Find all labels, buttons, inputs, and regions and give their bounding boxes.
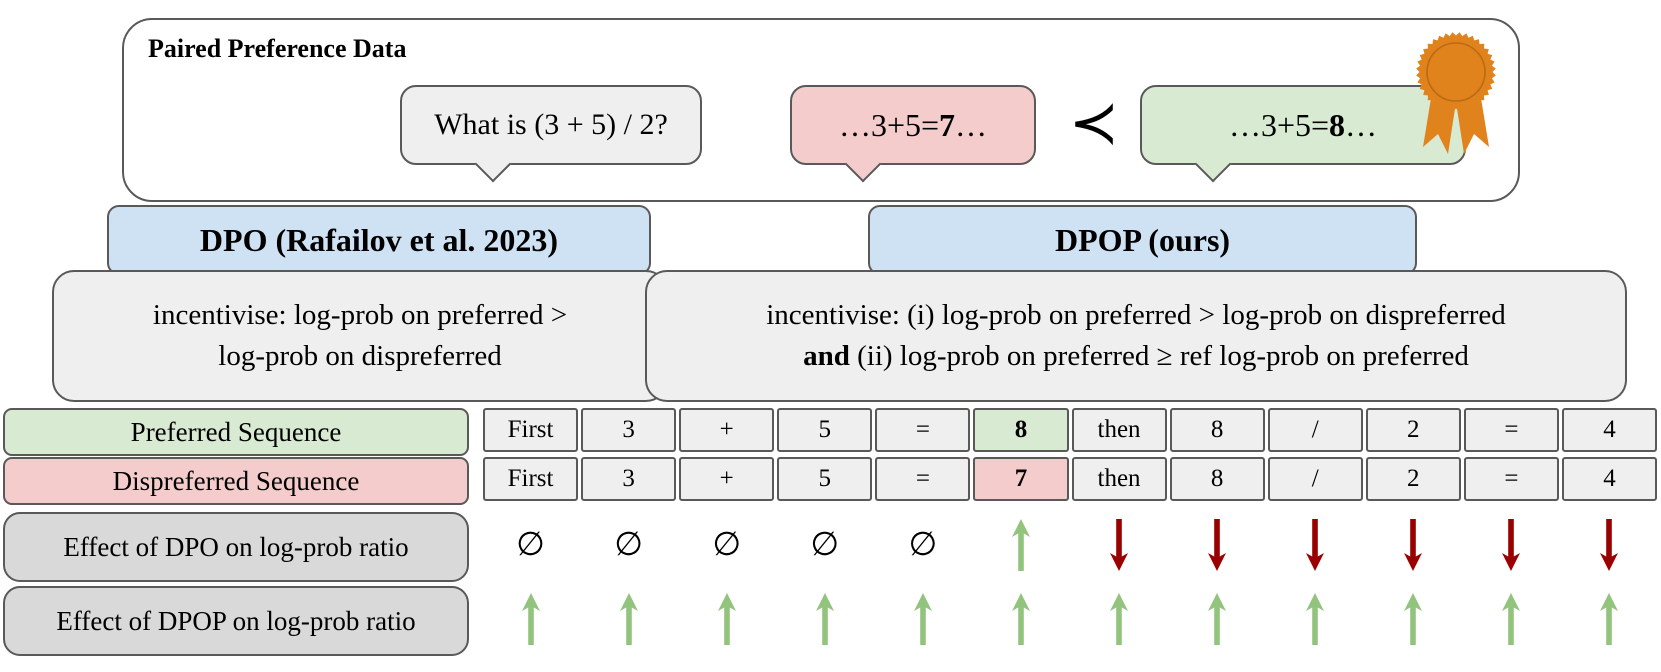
dpop-header: DPOP (ours)	[868, 205, 1417, 275]
dpop-incentive-line2-rest: (ii) log-prob on preferred ≥ ref log-pro…	[849, 340, 1469, 372]
token-cell: 4	[1561, 408, 1657, 452]
up-arrow-icon	[679, 586, 774, 652]
token-cell: 4	[1561, 457, 1657, 501]
token-cell: 3	[581, 457, 677, 501]
token-cell: then	[1071, 457, 1167, 501]
token-cell: =	[875, 457, 971, 501]
token-cell: /	[1267, 457, 1363, 501]
token-cell: =	[1463, 408, 1559, 452]
down-arrow-icon	[1072, 512, 1167, 578]
up-arrow-icon	[777, 586, 872, 652]
up-arrow-icon	[1366, 586, 1461, 652]
token-cell: =	[1463, 457, 1559, 501]
preferred-answer-prefix: …3+5=	[1228, 106, 1330, 143]
token-cell: 2	[1365, 457, 1461, 501]
dpo-incentive-line2: log-prob on dispreferred	[218, 340, 502, 372]
dpop-incentive-box: incentivise: (i) log-prob on preferred >…	[645, 270, 1627, 402]
token-cell: 5	[777, 457, 873, 501]
up-arrow-icon	[1170, 586, 1265, 652]
token-cell: =	[875, 408, 971, 452]
empty-set-icon: ∅	[712, 526, 742, 563]
preferred-answer-value: 8	[1329, 106, 1346, 143]
up-arrow-icon	[581, 586, 676, 652]
token-cell: 5	[777, 408, 873, 452]
dispreferred-answer-bubble: …3+5=7…	[790, 85, 1036, 183]
down-arrow-icon	[1170, 512, 1265, 578]
preferred-sequence-label: Preferred Sequence	[3, 408, 469, 456]
precedes-symbol: ≺	[1068, 90, 1120, 156]
up-arrow-icon	[1268, 586, 1363, 652]
down-arrow-icon	[1268, 512, 1363, 578]
token-cell: /	[1267, 408, 1363, 452]
token-cell-highlighted: 8	[973, 408, 1069, 452]
no-effect-symbol: ∅	[875, 512, 970, 578]
no-effect-symbol: ∅	[581, 512, 676, 578]
dispreferred-answer-prefix: …3+5=	[838, 106, 940, 143]
dpop-incentive-line2: and (ii) log-prob on preferred ≥ ref log…	[803, 336, 1469, 377]
dpo-effect-label: Effect of DPO on log-prob ratio	[3, 512, 469, 582]
token-cell: 8	[1169, 457, 1265, 501]
dpop-incentive-and: and	[803, 340, 850, 372]
empty-set-icon: ∅	[908, 526, 938, 563]
up-arrow-icon	[483, 586, 578, 652]
award-rosette-icon	[1416, 32, 1496, 154]
token-cell: First	[483, 408, 579, 452]
dispreferred-sequence-label: Dispreferred Sequence	[3, 457, 469, 505]
down-arrow-icon	[1366, 512, 1461, 578]
up-arrow-icon	[973, 586, 1068, 652]
up-arrow-icon	[875, 586, 970, 652]
question-text: What is (3 + 5) / 2?	[434, 108, 668, 141]
dpo-effect-row: ∅ ∅ ∅ ∅ ∅	[483, 512, 1657, 578]
down-arrow-icon	[1562, 512, 1657, 578]
question-bubble: What is (3 + 5) / 2?	[400, 85, 702, 183]
up-arrow-icon	[1562, 586, 1657, 652]
dpop-effect-row	[483, 586, 1657, 652]
panel-title: Paired Preference Data	[148, 34, 407, 63]
no-effect-symbol: ∅	[777, 512, 872, 578]
dpop-incentive-line1: incentivise: (i) log-prob on preferred >…	[766, 299, 1506, 331]
token-cell: +	[679, 457, 775, 501]
token-cell: 8	[1169, 408, 1265, 452]
dpo-incentive-line1: incentivise: log-prob on preferred >	[152, 299, 568, 331]
empty-set-icon: ∅	[810, 526, 840, 563]
token-cell: then	[1071, 408, 1167, 452]
token-cell-highlighted: 7	[973, 457, 1069, 501]
preferred-answer-bubble: …3+5=8…	[1140, 85, 1466, 183]
preferred-answer-suffix: …	[1345, 106, 1378, 143]
token-cell: 2	[1365, 408, 1461, 452]
dispreferred-answer-value: 7	[939, 106, 956, 143]
empty-set-icon: ∅	[614, 526, 643, 563]
up-arrow-icon	[1072, 586, 1167, 652]
dpo-incentive-box: incentivise: log-prob on preferred > log…	[52, 270, 668, 402]
token-cell: 3	[581, 408, 677, 452]
dpop-effect-label: Effect of DPOP on log-prob ratio	[3, 586, 469, 656]
no-effect-symbol: ∅	[679, 512, 774, 578]
dispreferred-answer-suffix: …	[955, 106, 988, 143]
token-cell: +	[679, 408, 775, 452]
no-effect-symbol: ∅	[483, 512, 578, 578]
up-arrow-icon	[973, 512, 1068, 578]
token-cell: First	[483, 457, 579, 501]
medal-inner-circle	[1426, 42, 1486, 102]
down-arrow-icon	[1464, 512, 1559, 578]
empty-set-icon: ∅	[516, 526, 545, 563]
dpo-header: DPO (Rafailov et al. 2023)	[107, 205, 651, 275]
up-arrow-icon	[1464, 586, 1559, 652]
